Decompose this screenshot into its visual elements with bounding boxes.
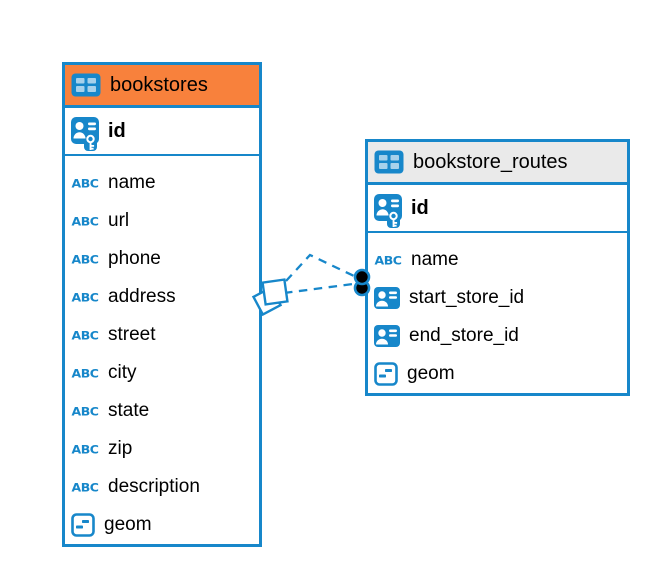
text-type-icon: ABC <box>71 328 99 342</box>
geometry-type-icon <box>71 513 95 537</box>
table-bookstores[interactable]: bookstores id ABC name ABC url ABC phone… <box>62 62 262 547</box>
column-name: state <box>108 400 150 421</box>
table-icon <box>71 73 101 97</box>
text-type-icon: ABC <box>71 366 99 380</box>
text-type-icon: ABC <box>71 252 99 266</box>
column-row-geom[interactable]: geom <box>368 355 627 393</box>
column-row-state[interactable]: ABC state <box>65 392 259 430</box>
primary-key-icon <box>71 117 99 151</box>
column-name: zip <box>108 438 133 459</box>
reference-type-icon <box>374 287 400 309</box>
column-row-start-store-id[interactable]: start_store_id <box>368 279 627 317</box>
column-name: description <box>108 476 200 497</box>
column-row-end-store-id[interactable]: end_store_id <box>368 317 627 355</box>
relationship-line-upper[interactable] <box>285 253 355 282</box>
table-icon <box>374 150 404 174</box>
column-name: end_store_id <box>409 325 519 346</box>
column-name: street <box>108 324 156 345</box>
column-row-phone[interactable]: ABC phone <box>65 240 259 278</box>
column-row-name[interactable]: ABC name <box>368 241 627 279</box>
column-row-street[interactable]: ABC street <box>65 316 259 354</box>
column-name: name <box>411 249 459 270</box>
column-name: phone <box>108 248 161 269</box>
text-type-icon: ABC <box>71 442 99 456</box>
table-bookstores-header[interactable]: bookstores <box>65 65 259 108</box>
column-row-city[interactable]: ABC city <box>65 354 259 392</box>
text-type-icon: ABC <box>71 214 99 228</box>
reference-type-icon <box>374 325 400 347</box>
column-row-name[interactable]: ABC name <box>65 164 259 202</box>
column-name: geom <box>104 514 152 535</box>
column-row-geom[interactable]: geom <box>65 506 259 544</box>
table-title: bookstore_routes <box>413 150 568 173</box>
text-type-icon: ABC <box>71 176 99 190</box>
primary-key-icon <box>374 194 402 228</box>
column-name: id <box>108 119 126 142</box>
column-name: start_store_id <box>409 287 525 308</box>
column-name: geom <box>407 363 455 384</box>
column-list: ABC name ABC url ABC phone ABC address A… <box>65 156 259 544</box>
text-type-icon: ABC <box>71 290 99 304</box>
column-row-id[interactable]: id <box>368 185 627 233</box>
column-row-url[interactable]: ABC url <box>65 202 259 240</box>
table-bookstore-routes[interactable]: bookstore_routes id ABC name start_store… <box>365 139 630 396</box>
geometry-type-icon <box>374 362 398 386</box>
column-name: id <box>411 196 429 219</box>
column-row-address[interactable]: ABC address <box>65 278 259 316</box>
column-name: address <box>108 286 176 307</box>
column-name: name <box>108 172 156 193</box>
column-row-description[interactable]: ABC description <box>65 468 259 506</box>
text-type-icon: ABC <box>374 253 402 267</box>
column-name: url <box>108 210 130 231</box>
column-list: ABC name start_store_id end_store_id ge <box>368 233 627 393</box>
column-row-id[interactable]: id <box>65 108 259 156</box>
table-title: bookstores <box>110 73 208 96</box>
relationship-line-lower[interactable] <box>283 282 354 295</box>
text-type-icon: ABC <box>71 404 99 418</box>
text-type-icon: ABC <box>71 480 99 494</box>
table-bookstore-routes-header[interactable]: bookstore_routes <box>368 142 627 185</box>
column-row-zip[interactable]: ABC zip <box>65 430 259 468</box>
column-name: city <box>108 362 137 383</box>
